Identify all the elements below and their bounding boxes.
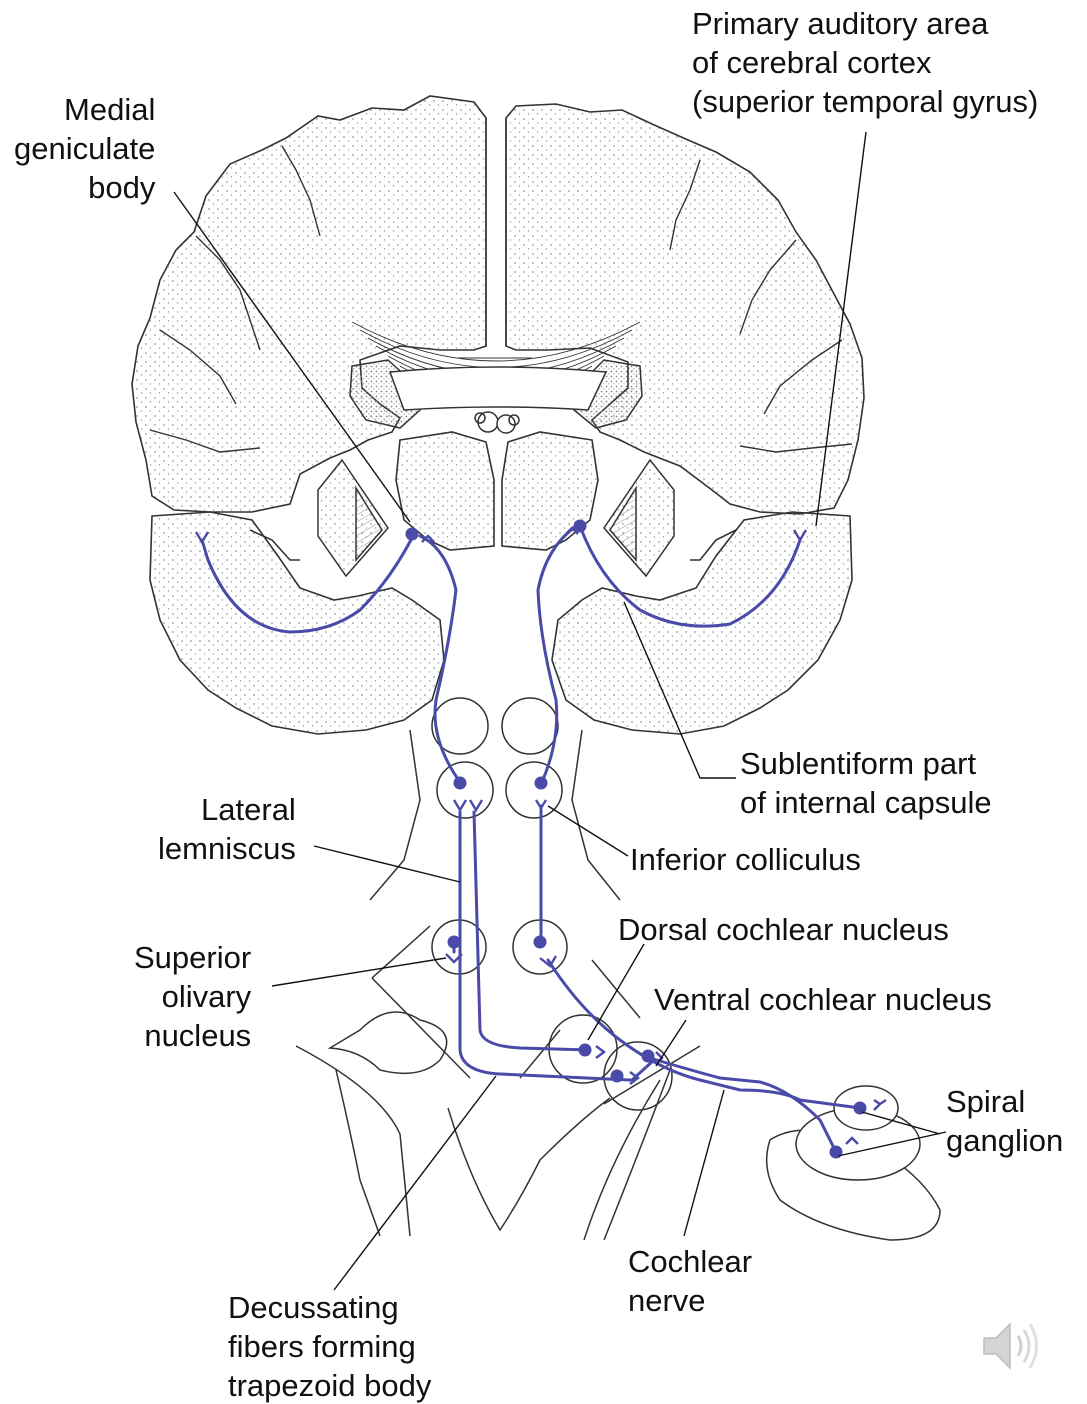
label-primary-auditory-area: Primary auditory area of cerebral cortex… [692,4,1038,121]
label-lateral-lemniscus: Lateral lemniscus [158,790,296,868]
label-medial-geniculate-body: Medial geniculate body [14,90,155,207]
speaker-icon[interactable] [980,1316,1042,1376]
label-ventral-cochlear-nucleus: Ventral cochlear nucleus [654,980,992,1019]
label-superior-olivary-nucleus: Superior olivary nucleus [134,938,251,1055]
label-decussating-fibers: Decussating fibers forming trapezoid bod… [228,1288,431,1404]
label-spiral-ganglion: Spiral ganglion [946,1082,1063,1160]
cochlea [767,1086,940,1240]
label-sublentiform-part: Sublentiform part of internal capsule [740,744,992,822]
label-cochlear-nerve: Cochlear nerve [628,1242,752,1320]
caudate-nuclei [350,360,642,433]
lentiform-nuclei [318,460,674,576]
label-inferior-colliculus: Inferior colliculus [630,840,861,879]
brainstem-outline [296,698,700,1240]
label-dorsal-cochlear-nucleus: Dorsal cochlear nucleus [618,910,949,949]
